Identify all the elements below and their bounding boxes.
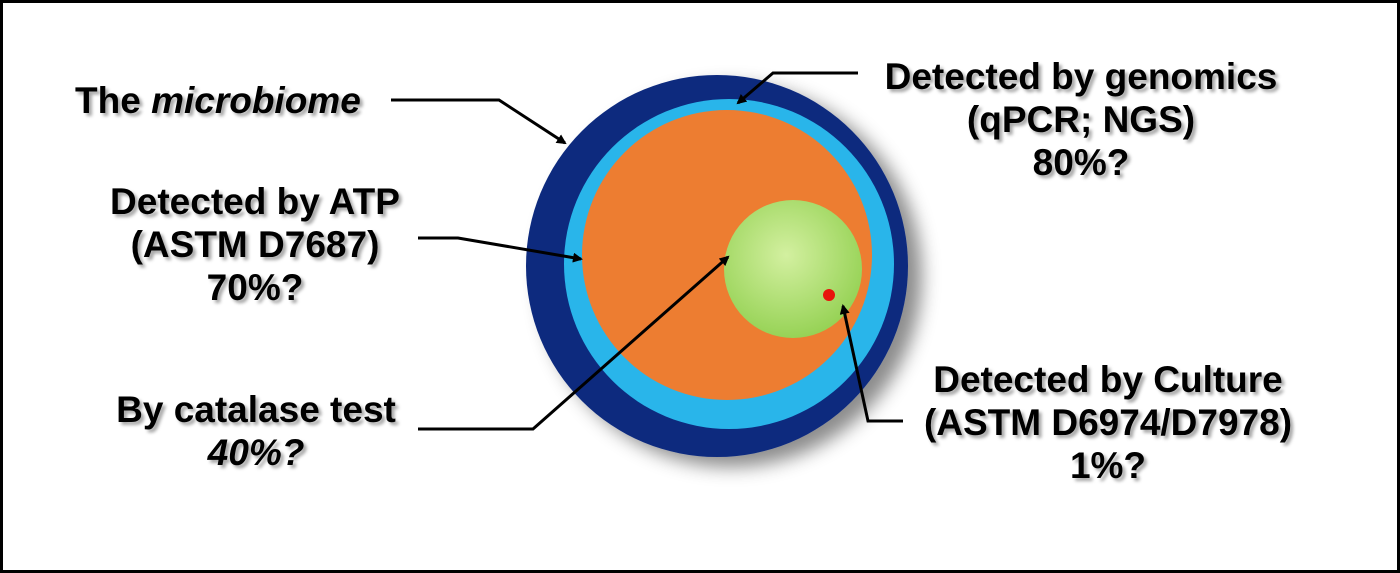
culture-label-line1: Detected by Culture <box>933 359 1283 400</box>
culture-arrow <box>839 304 903 423</box>
culture-label-line3: 1%? <box>1069 445 1147 486</box>
catalase-label-line1: By catalase test <box>116 389 396 430</box>
catalase-arrow <box>418 255 730 431</box>
atp-label-line2: (ASTM D7687) <box>130 224 380 265</box>
culture-label-line2: (ASTM D6974/D7978) <box>923 402 1293 443</box>
genomics-label-line2: (qPCR; NGS) <box>966 99 1196 140</box>
culture-circle <box>823 289 835 301</box>
catalase-label-line2: 40%? <box>207 432 305 473</box>
microbiome-label-emph: microbiome <box>151 80 361 121</box>
atp-label: Detected by ATP (ASTM D7687) 70%? <box>95 180 415 309</box>
atp-label-line3: 70%? <box>206 267 304 308</box>
catalase-circle <box>724 200 862 338</box>
catalase-label: By catalase test 40%? <box>101 388 411 474</box>
genomics-arrow <box>736 71 858 105</box>
nested-circles-diagram <box>391 71 908 457</box>
culture-label: Detected by Culture (ASTM D6974/D7978) 1… <box>903 358 1313 487</box>
atp-label-line1: Detected by ATP <box>110 181 400 222</box>
genomics-label-line1: Detected by genomics <box>884 56 1278 97</box>
genomics-label-line3: 80%? <box>1032 142 1130 183</box>
genomics-label: Detected by genomics (qPCR; NGS) 80%? <box>875 55 1287 184</box>
microbiome-arrow <box>391 98 567 145</box>
microbiome-label-prefix: The <box>75 80 152 121</box>
microbiome-label: The microbiome <box>75 79 361 122</box>
atp-arrow <box>418 236 583 263</box>
